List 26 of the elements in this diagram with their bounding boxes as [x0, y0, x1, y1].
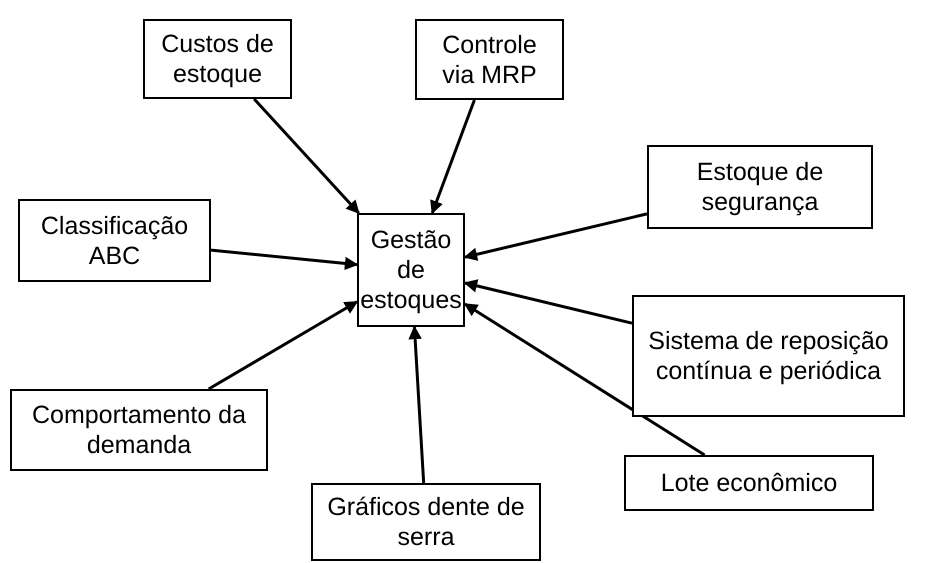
node-text: Sistema de reposição contínua e periódica — [647, 326, 890, 386]
arrow — [464, 302, 706, 456]
concept-box — [624, 455, 874, 511]
concept-box — [10, 389, 268, 471]
arrow — [210, 248, 358, 270]
concept-box — [647, 145, 873, 229]
concept-box — [357, 213, 465, 327]
node-text: Comportamento da demanda — [30, 400, 247, 460]
node-text: Lote econômico — [660, 468, 838, 498]
arrow — [430, 99, 476, 214]
arrow — [408, 326, 426, 484]
concept-box — [415, 19, 564, 100]
node-text: Gráficos dente de serra — [326, 492, 526, 552]
node-text: Controle via MRP — [441, 30, 538, 90]
arrow — [464, 212, 648, 261]
node-text: Estoque de segurança — [696, 157, 824, 217]
node-text: Custos de estoque — [160, 29, 275, 89]
arrow — [253, 98, 360, 214]
arrow — [208, 300, 358, 390]
node-text: Classificação ABC — [40, 210, 190, 270]
concept-box — [18, 199, 211, 282]
arrow — [464, 279, 632, 325]
node-text: Gestão de estoques — [360, 225, 462, 315]
concept-box — [311, 483, 541, 561]
concept-box — [143, 19, 292, 99]
concept-box — [632, 295, 905, 417]
